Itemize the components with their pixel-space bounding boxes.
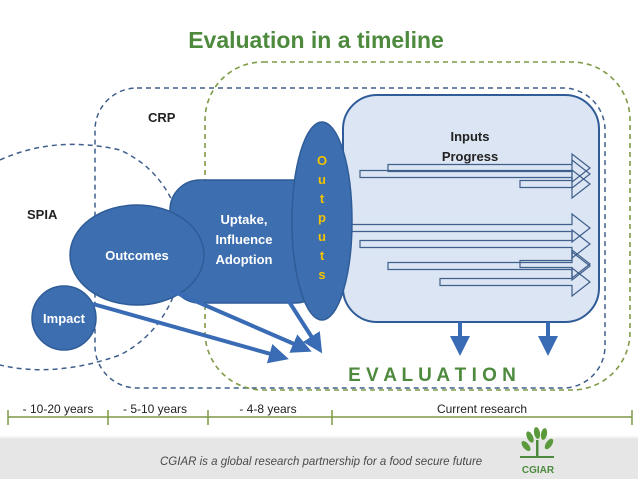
cgiar-logo-text: CGIAR [522,465,555,476]
influence-label: Influence [215,232,272,247]
outputs-letter: t [320,248,325,263]
uptake-to-evaluation-arrow [286,298,323,354]
progress-label: Progress [442,149,498,164]
footer-tagline: CGIAR is a global research partnership f… [160,456,482,468]
input-arrow [439,266,591,298]
spia-label: SPIA [27,207,58,222]
input-arrow [359,228,591,260]
input-arrows-group [349,152,591,298]
crp-label: CRP [148,110,176,125]
impact-to-evaluation-arrow [92,302,289,364]
outcomes-to-evaluation-arrow [169,288,312,353]
footer-divider [0,436,638,438]
adoption-label: Adoption [215,252,272,267]
outputs-letter: u [318,229,326,244]
input-arrow [519,168,591,200]
outputs-ellipse [291,121,353,321]
evaluation-label: E V A L U A T I O N [348,365,516,386]
outputs-letter: s [318,267,325,282]
timeline-segment-3: - 4-8 years [239,402,296,416]
slide-title: Evaluation in a timeline [188,27,444,53]
impact-label: Impact [43,311,86,326]
inputs-label: Inputs [451,129,490,144]
outputs-letter: O [317,153,327,168]
cgiar-logo: CGIAR [520,427,555,476]
timeline-segment-2: - 5-10 years [123,402,187,416]
uptake-label: Uptake, [221,212,268,227]
wheat-icon [520,427,554,458]
timeline-segment-4: Current research [437,402,527,416]
outputs-letter: t [320,191,325,206]
input-arrow [519,248,591,280]
impact-circle [31,285,97,351]
timeline-segment-1: - 10-20 years [23,402,94,416]
input-arrow [359,158,591,190]
outputs-letter: p [318,210,326,225]
input-arrow [349,212,591,244]
input-arrow [387,152,591,184]
outputs-letter: u [318,172,326,187]
outcomes-ellipse [69,204,205,306]
outcomes-label: Outcomes [105,248,169,263]
